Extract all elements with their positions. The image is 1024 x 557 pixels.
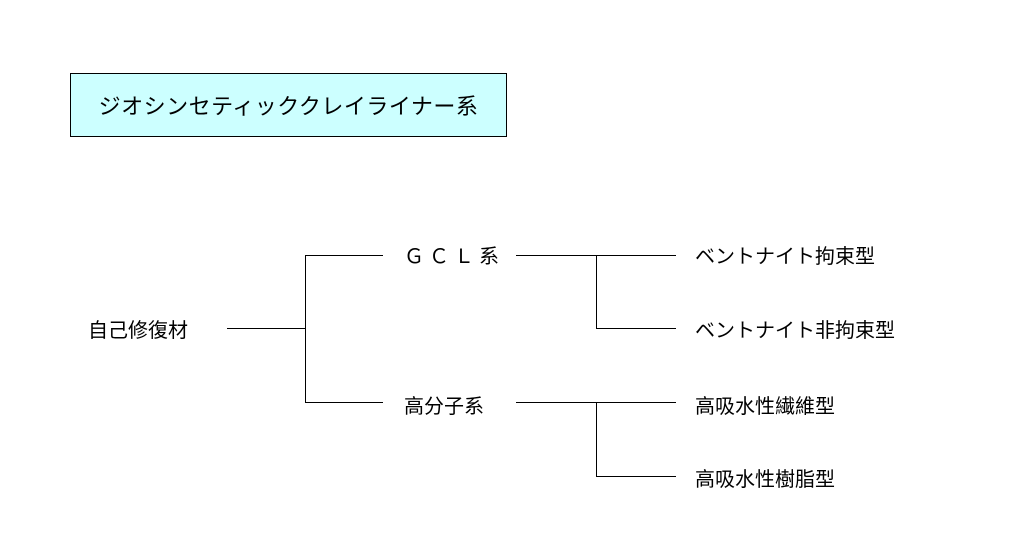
title-box: ジオシンセティッククレイライナー系: [70, 73, 507, 137]
title-text: ジオシンセティッククレイライナー系: [98, 95, 479, 120]
leaf-bentonite-bound-node: ベントナイト拘束型: [695, 244, 875, 268]
branch-gcl-node: ＧＣＬ系: [404, 244, 504, 268]
leaf-absorbent-resin-node: 高吸水性樹脂型: [695, 467, 835, 491]
leaf-bentonite-unbound-node: ベントナイト非拘束型: [695, 318, 895, 342]
leaf-absorbent-fiber-node: 高吸水性繊維型: [695, 394, 835, 418]
branch-polymer-node: 高分子系: [404, 394, 484, 418]
root-node: 自己修復材: [88, 318, 188, 342]
